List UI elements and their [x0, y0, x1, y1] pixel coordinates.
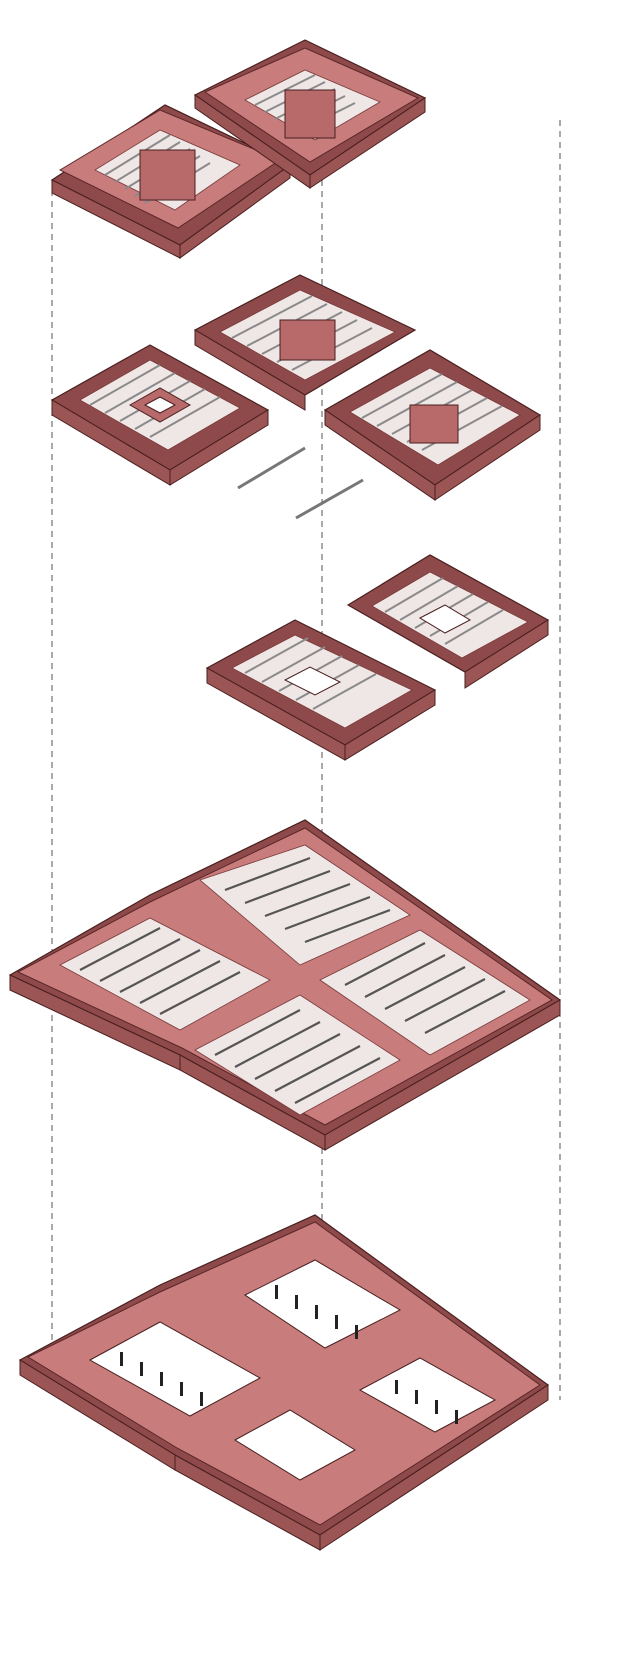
- ground-floor-layer: [18, 1214, 550, 1551]
- main-quad-bottom: [194, 994, 401, 1116]
- middle-left-slats: [244, 637, 377, 710]
- main-quad-left: [59, 917, 271, 1031]
- ground-hall-left: [88, 1321, 262, 1417]
- main-floor-seating-rows: [79, 856, 506, 1104]
- roof-level-layer: [50, 39, 427, 259]
- ground-floor-columns: [120, 1285, 458, 1424]
- upper-floor-layer: [50, 274, 542, 501]
- roof-left-core: [139, 149, 196, 201]
- main-floor-layer: [8, 819, 562, 1151]
- floating-beams: [237, 446, 364, 520]
- roof-right-core: [284, 89, 336, 139]
- main-quad-right: [319, 929, 531, 1056]
- ground-hall-top: [244, 1259, 402, 1349]
- ground-hall-right: [358, 1357, 497, 1433]
- main-quad-top: [199, 844, 411, 966]
- middle-floor-layer: [205, 554, 550, 761]
- ground-hall-bottom: [234, 1409, 356, 1481]
